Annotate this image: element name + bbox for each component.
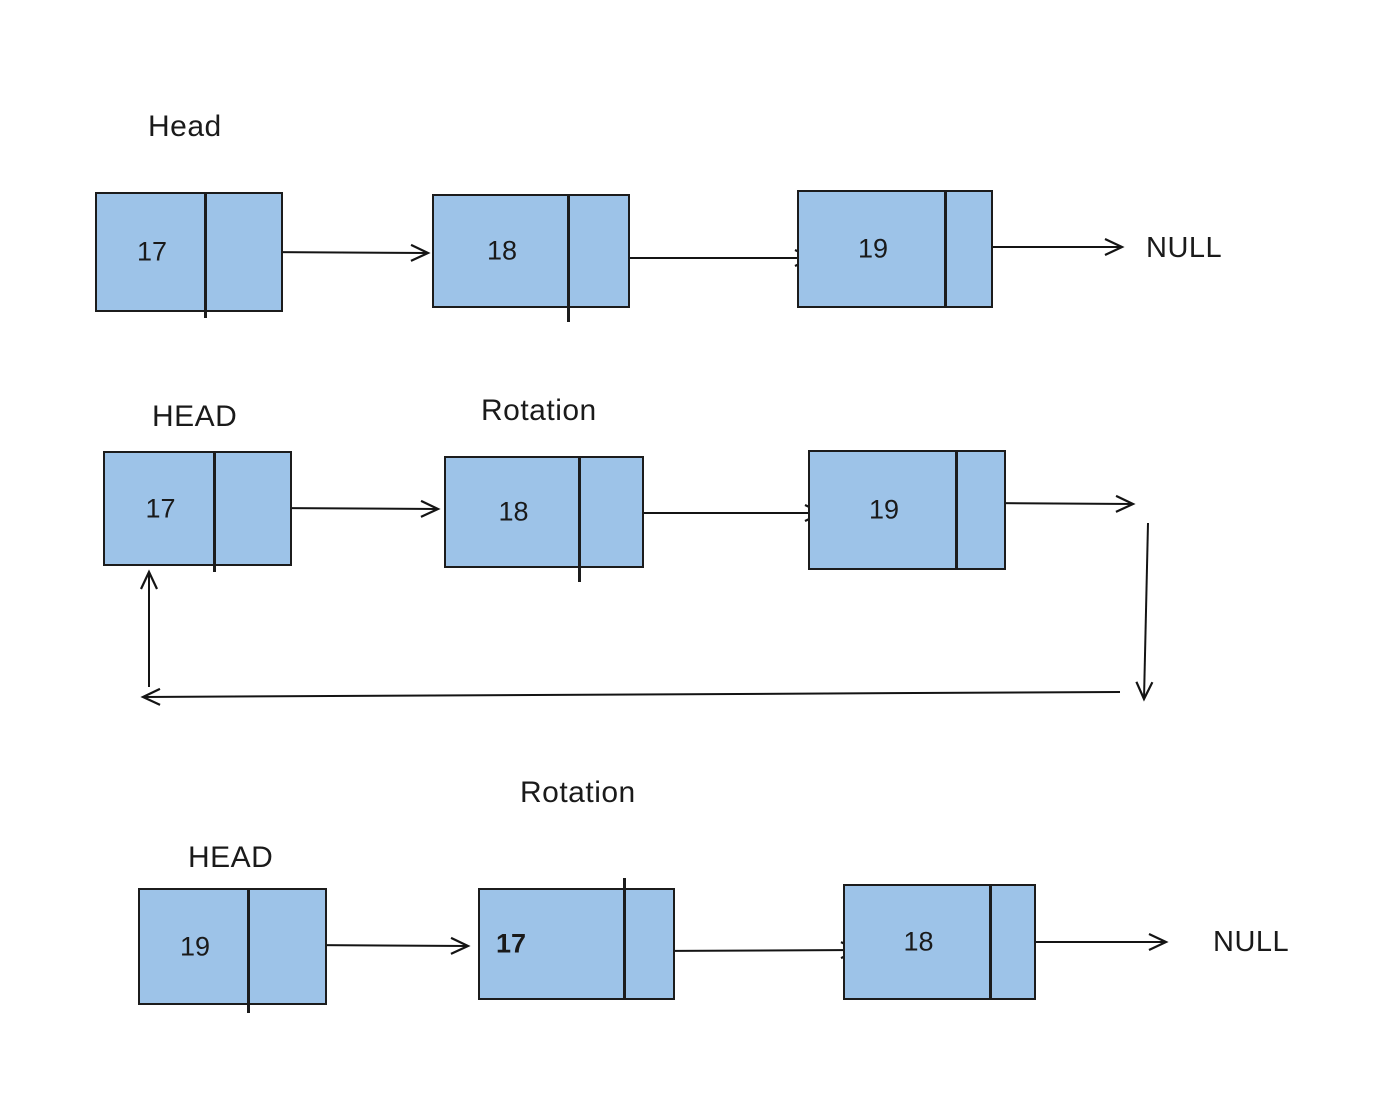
node-divider (578, 456, 581, 582)
row2-node-18: 18 (444, 456, 644, 582)
row3-rotation-label: Rotation (520, 776, 636, 809)
row2-rotation-label: Rotation (481, 394, 597, 427)
arrow-row2-loop-return-left (140, 687, 1121, 706)
row1-head-label: Head (148, 110, 222, 143)
row1-node-18: 18 (432, 194, 630, 322)
arrow-row3-node2-to-node3 (651, 941, 861, 960)
row3-node-19: 19 (138, 888, 327, 1013)
arrow-row1-node1-to-node2 (257, 243, 431, 262)
row2-head-label: HEAD (152, 400, 238, 433)
node-divider (567, 194, 570, 322)
arrow-row2-node1-to-node2 (267, 499, 441, 518)
node-value: 19 (868, 494, 900, 525)
node-value: 19 (179, 931, 211, 961)
node-value: 18 (498, 496, 529, 527)
node-value: 19 (857, 233, 889, 264)
node-divider (623, 878, 626, 1000)
row1-node-17: 17 (95, 192, 283, 318)
arrow-row2-loop-down (1135, 522, 1154, 702)
node-divider (989, 884, 992, 1000)
row2-node-17: 17 (103, 451, 292, 572)
row3-null-label: NULL (1213, 926, 1290, 958)
node-value: 18 (903, 926, 934, 957)
node-divider (204, 192, 207, 318)
row3-node-17: 17 (478, 878, 675, 1000)
node-divider (944, 190, 947, 308)
node-divider (213, 451, 216, 572)
node-value: 17 (136, 236, 168, 267)
arrow-row3-node1-to-node2 (302, 936, 471, 955)
node-divider (955, 450, 958, 570)
row3-head-label: HEAD (188, 841, 274, 874)
node-divider (247, 888, 250, 1013)
row1-node-19: 19 (797, 190, 993, 308)
row2-node-19: 19 (808, 450, 1006, 570)
node-value: 18 (486, 235, 518, 266)
row3-node-18: 18 (843, 884, 1036, 1000)
row1-null-label: NULL (1146, 232, 1223, 264)
arrow-row2-node3-out (987, 494, 1136, 513)
node-value: 17 (496, 928, 527, 959)
node-value: 17 (145, 493, 176, 523)
